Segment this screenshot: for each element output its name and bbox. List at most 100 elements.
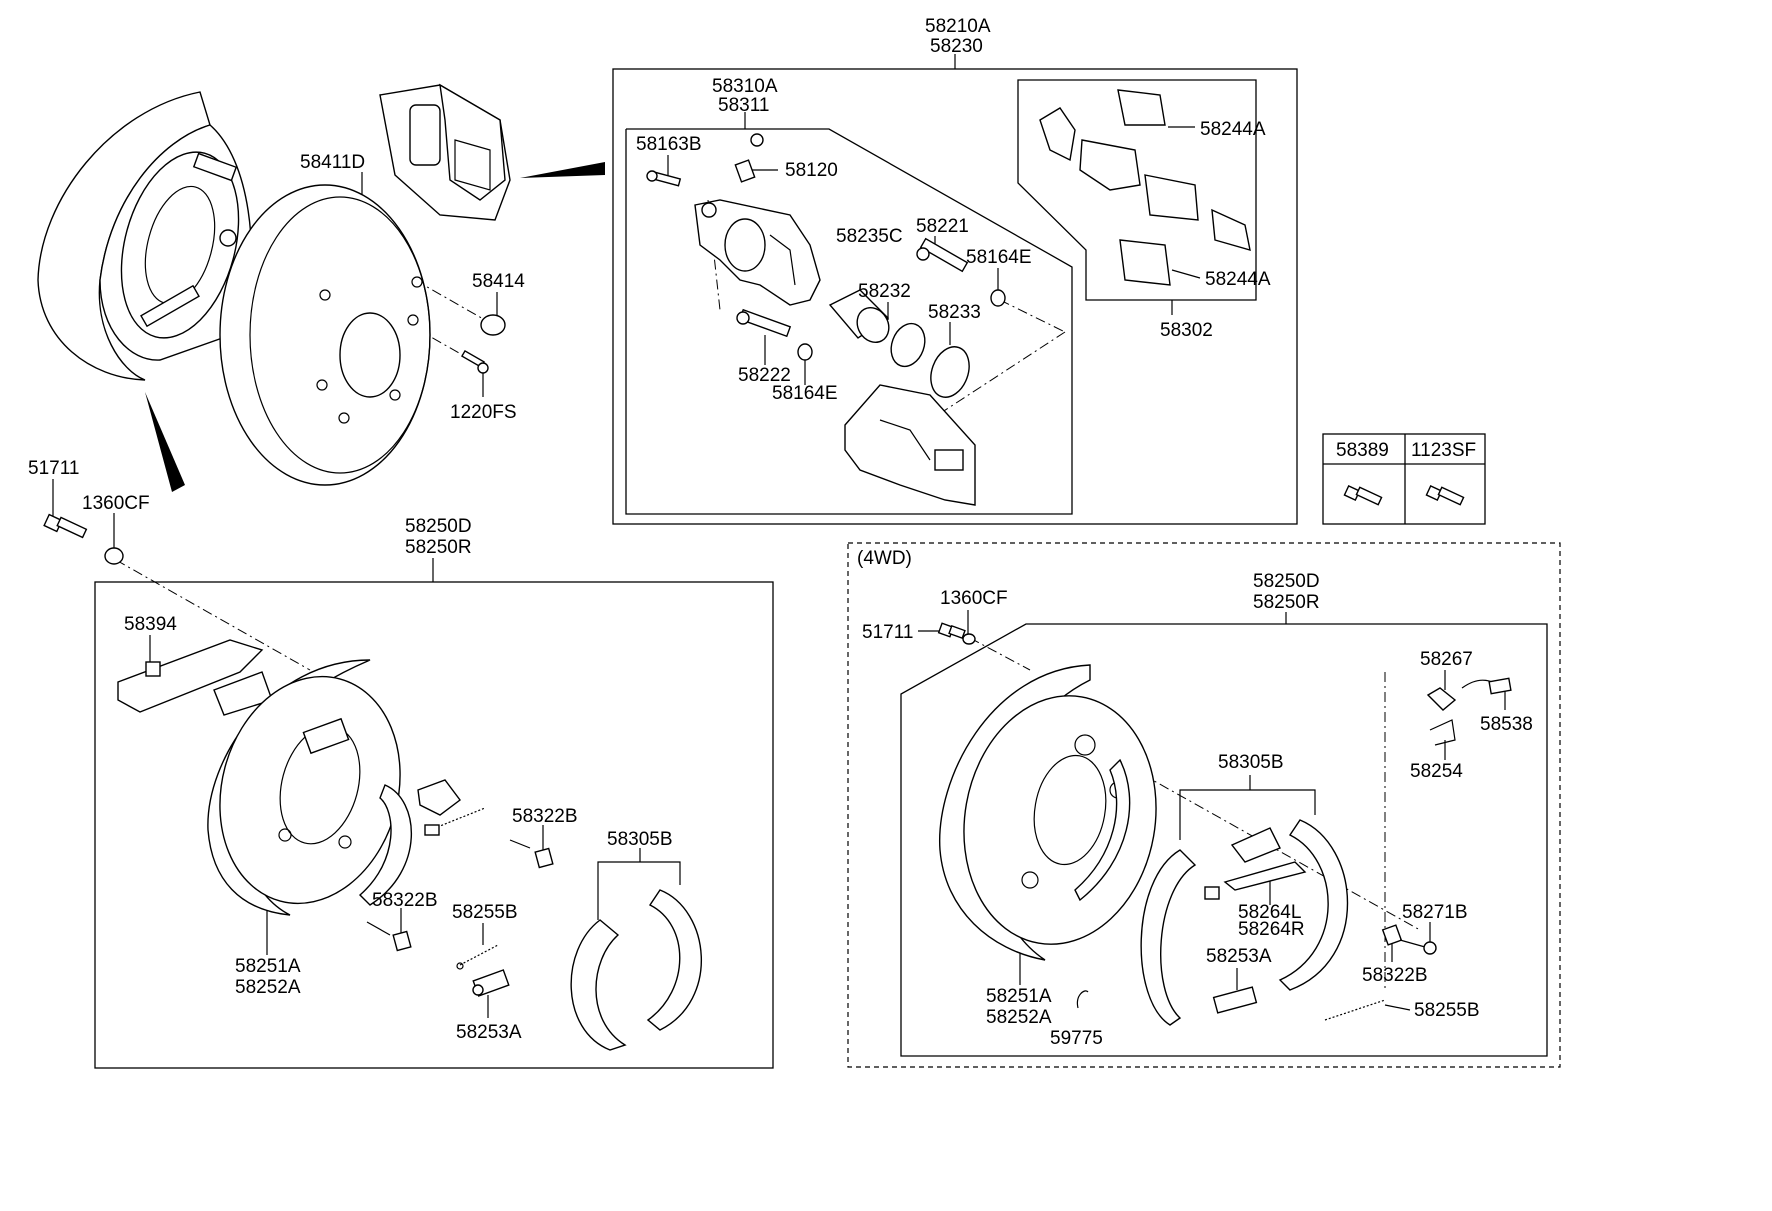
awd-brake-assembly-box [900,623,1548,1057]
lever-58394-label: 58394 [124,614,177,635]
awd-bolt-51711-icon [937,622,966,640]
awd-cylinder-58253a-label: 58253A [1206,946,1272,967]
caliper-assy-label-a: 58210A [925,16,991,37]
bleeder-screw-58120 [734,133,764,183]
wheel-cylinder-58253a-icon [472,969,510,997]
caliper-body-label-a: 58310A [712,76,778,97]
washer-1360cf-icon [104,547,124,565]
cylinder-58253a-label: 58253A [456,1022,522,1043]
piston-58235c [828,289,890,343]
spring-58244a-bottom-label: 58244A [1205,269,1271,290]
adjuster-spring-2wd [417,779,486,836]
adjuster-58322b-a-icon [509,839,554,869]
caliper-body-label-b: 58311 [718,95,769,116]
brake-disc [219,184,431,486]
bolt-58163b-label: 58163B [636,134,702,155]
seal-58232-label: 58232 [858,281,911,302]
awd-lever-58264 [1204,827,1307,900]
bolt-table-col1-label: 58389 [1336,440,1389,461]
awd-wheel-cylinder-58253a-icon [1212,986,1258,1014]
guide-pin-58221 [916,237,969,273]
boot-58164e-top [990,289,1006,307]
awd-spring-58255b-label: 58255B [1414,1000,1480,1021]
disc-58411d-label: 58411D [300,152,365,173]
awd-heading: (4WD) [857,548,912,569]
awd-brake-assy-label-b: 58250R [1253,592,1320,613]
caliper-bolt-58163b [646,170,682,187]
adjuster-58322b-b-label: 58322B [372,890,438,911]
bolt-table [1322,433,1486,525]
pad-kit-illustration [1039,89,1251,286]
brake-shoes-2wd [570,889,703,1051]
bleeder-58120-label: 58120 [785,160,838,181]
disc-screw [461,349,489,374]
boot-58164e-bottom-label: 58164E [772,383,838,404]
awd-brake-assy-label-a: 58250D [1253,571,1320,592]
awd-washer-1360cf-label: 1360CF [940,588,1008,609]
bolt-58389-icon [1343,485,1383,506]
awd-adjuster-58322b-icon [1381,924,1437,955]
washer-1360cf-label: 1360CF [82,493,150,514]
spring-58255b-label: 58255B [452,902,518,923]
awd-bolt-51711-label: 51711 [862,622,913,643]
spring-58255b-icon [456,944,499,970]
boot-58233 [930,346,970,398]
awd-lever-label-a: 58264L [1238,902,1301,923]
awd-spring-58538-label: 58538 [1480,714,1533,735]
pad-kit-box [1017,79,1257,301]
awd-spring-58267-icon [1426,677,1512,711]
dust-shield-assembly [37,91,253,381]
plate-label-a: 58251A [235,956,301,977]
bolt-51711-label: 51711 [28,458,79,479]
awd-section-box [847,542,1561,1068]
awd-plate-label-a: 58251A [986,986,1052,1007]
piston-58235c-label: 58235C [836,226,903,247]
caliper-body-box [625,128,1073,515]
bolt-51711-icon [43,513,88,539]
boot-58164e-bottom [797,343,813,361]
awd-shoe-58305b-label: 58305B [1218,752,1284,773]
adjuster-58322b-a-label: 58322B [512,806,578,827]
caliper-assy-label-b: 58230 [930,36,983,57]
awd-brake-shoes [1140,819,1349,1026]
caliper-bracket [844,384,976,506]
wedge-caliper-connector [520,162,605,178]
awd-lever-label-b: 58264R [1238,919,1305,940]
awd-plate-label-b: 58252A [986,1007,1052,1028]
rear-brake-assembly-box [94,581,774,1069]
bolt-table-col2-label: 1123SF [1411,440,1476,461]
caliper-assembly-illustration [379,83,511,221]
awd-spring-58254-icon [1429,719,1456,746]
wedge-backplate-connector [145,392,185,492]
awd-pin-59775-label: 59775 [1050,1028,1103,1049]
guide-pin-58222 [736,308,792,338]
backing-plate-2wd [207,659,412,916]
hub-cap [480,314,506,336]
pin-58221-label: 58221 [916,216,969,237]
pad-kit-58302-label: 58302 [1160,320,1213,341]
plate-label-b: 58252A [235,977,301,998]
brake-assy-label-a: 58250D [405,516,472,537]
awd-bolt-58271b-label: 58271B [1402,902,1468,923]
seal-58232 [890,322,926,368]
shoe-58305b-label: 58305B [607,829,673,850]
awd-pin-59775-icon [1076,990,1089,1009]
cap-58414-label: 58414 [472,271,525,292]
awd-spring-58255b-icon [1324,999,1386,1021]
boot-58164e-top-label: 58164E [966,247,1032,268]
awd-backing-plate [939,664,1157,961]
adjuster-58322b-b-icon [366,921,412,952]
awd-washer-1360cf-icon [962,633,976,645]
boot-58233-label: 58233 [928,302,981,323]
screw-1220fs-label: 1220FS [450,402,517,423]
awd-spring-58254-label: 58254 [1410,761,1463,782]
brake-assy-label-b: 58250R [405,537,472,558]
lever-58394 [117,639,273,716]
awd-adjuster-58322b-label: 58322B [1362,965,1428,986]
spring-58244a-top-label: 58244A [1200,119,1266,140]
pin-58222-label: 58222 [738,365,791,386]
bolt-1123sf-icon [1425,485,1465,506]
caliper-body [694,199,821,306]
awd-spring-58267-label: 58267 [1420,649,1473,670]
